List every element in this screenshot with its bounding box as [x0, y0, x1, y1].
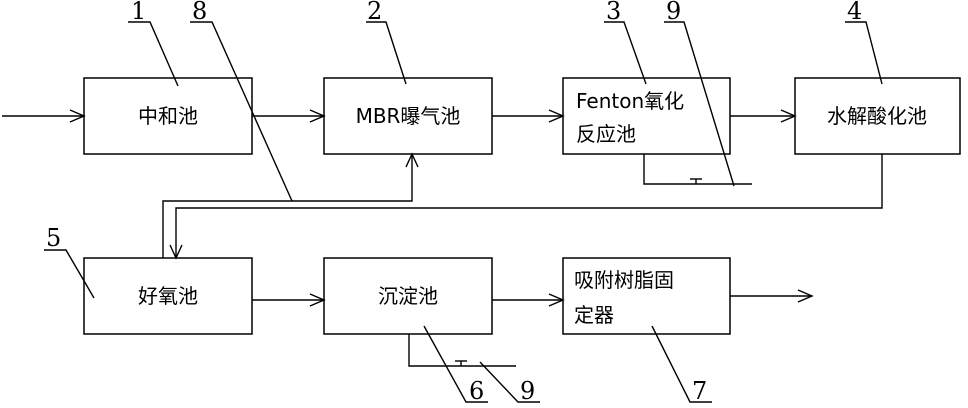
callout-number-4: 4	[847, 0, 862, 25]
mbr-aeration-tank-box	[323, 77, 493, 155]
neutralization-tank-label: 中和池	[138, 104, 198, 128]
adsorption-resin-fixer-box	[562, 257, 731, 335]
sedimentation-sludge-pipe-valve	[408, 334, 516, 367]
callout-number-5: 5	[46, 224, 61, 252]
callout-number-8: 8	[192, 0, 207, 25]
callout-number-7: 7	[692, 377, 707, 405]
sedimentation-tank-box	[323, 257, 493, 335]
fenton-reactor-label-line2: 反应池	[576, 122, 636, 146]
aerobic-tank-label: 好氧池	[138, 284, 198, 308]
neutralization-tank-box	[83, 77, 253, 155]
aerobic-to-mbr-recycle-line	[162, 152, 419, 258]
callout-number-9-top: 9	[666, 0, 681, 25]
fenton-sludge-pipe-valve	[643, 154, 752, 185]
hydrolysis-acidification-tank-label: 水解酸化池	[827, 104, 927, 128]
fenton-reactor-box	[562, 77, 731, 155]
aerobic-tank-box	[83, 257, 253, 335]
fenton-to-hydrolysis-arrow	[730, 109, 797, 123]
callout-number-6: 6	[469, 377, 484, 405]
aerobic-to-sedimentation-arrow	[252, 293, 326, 307]
hydrolysis-to-aerobic-return-line	[169, 154, 883, 260]
sedimentation-tank-label: 沉淀池	[378, 284, 438, 308]
callout-number-9-bottom: 9	[520, 377, 535, 405]
callout-number-2: 2	[367, 0, 382, 25]
fenton-reactor-label-line1: Fenton氧化	[576, 89, 684, 113]
outlet-flow-arrow	[730, 289, 814, 303]
callout-number-3: 3	[606, 0, 621, 25]
callout-number-1: 1	[131, 0, 146, 25]
mbr-aeration-tank-label: MBR曝气池	[356, 104, 461, 128]
sedimentation-to-resin-arrow	[492, 293, 565, 307]
mbr-to-fenton-arrow	[492, 109, 565, 123]
neutralization-to-mbr-arrow	[252, 109, 326, 123]
callout-leaders	[44, 21, 883, 403]
inlet-flow-arrow	[2, 109, 86, 123]
adsorption-resin-fixer-label-line1: 吸附树脂固	[574, 268, 674, 292]
adsorption-resin-fixer-label-line2: 定器	[574, 303, 614, 327]
hydrolysis-acidification-tank-box	[794, 77, 961, 155]
